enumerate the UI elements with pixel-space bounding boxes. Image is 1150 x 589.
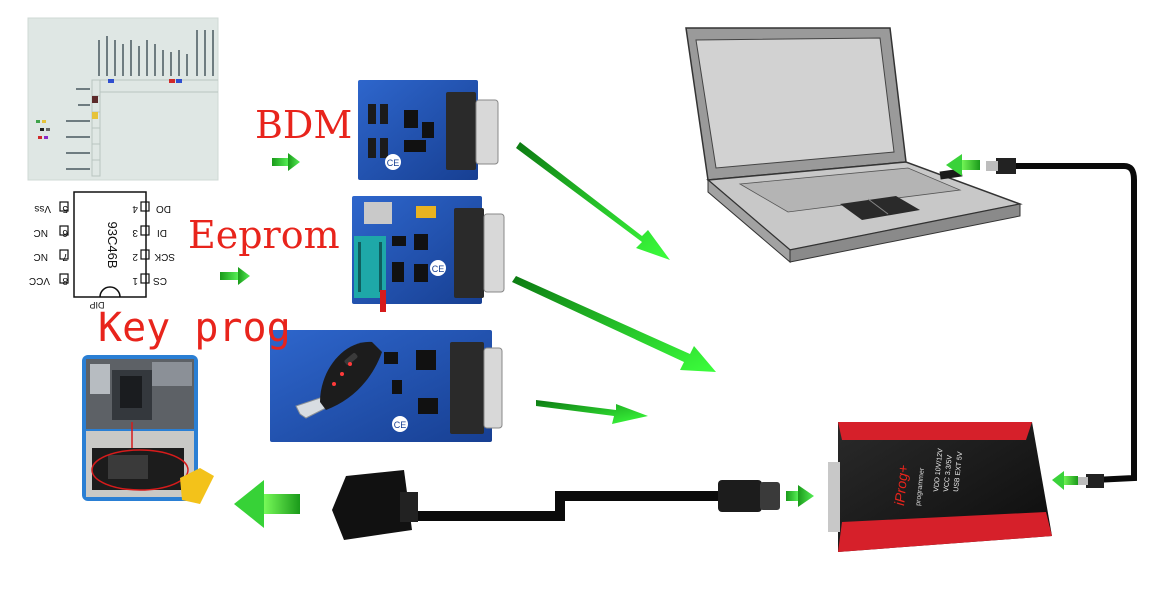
arrow-into-programmer-usb	[1052, 471, 1078, 490]
obd-connector	[332, 470, 418, 540]
car-obd-photo	[82, 355, 214, 504]
chip-pin-number: 4	[132, 203, 138, 214]
arrow-eeprom	[220, 267, 250, 285]
chip-pin-number: 2	[132, 251, 138, 262]
eeprom-label: Eeprom	[188, 213, 340, 257]
usb-plug-laptop	[986, 158, 1016, 174]
chip-pin-number: 1	[132, 275, 138, 286]
obd-cable	[410, 491, 718, 521]
arrow-diagonal-1	[516, 142, 670, 260]
chip-pin-name: NC	[34, 251, 48, 262]
usb-cable	[1010, 163, 1137, 483]
usb-plug-programmer	[1078, 474, 1104, 488]
bdm-label: BDM	[255, 103, 353, 147]
db-connector	[718, 480, 780, 512]
arrow-to-programmer	[786, 485, 814, 507]
iprog-programmer-image: iProg+ programmer VDD 10V/12V VCC 3.3/5V…	[828, 422, 1052, 552]
programmer-subtitle: programmer	[915, 467, 926, 506]
chip-pin-number: 7	[62, 251, 68, 262]
car-key-image	[295, 341, 382, 419]
laptop-image	[685, 27, 1023, 264]
svg-text:CE: CE	[394, 420, 407, 430]
programmer-line: VDD 10V/12V	[933, 448, 945, 492]
chip-pin-name: CS	[153, 275, 167, 286]
programmer-line: VCC 3.3/5V	[943, 454, 954, 492]
chip-pin-name: SCK	[154, 251, 175, 262]
arrow-diagonal-2	[512, 276, 716, 372]
chip-pin-number: 8	[62, 275, 68, 286]
eeprom-adapter-board: CE	[352, 196, 505, 312]
eeprom-chip-diagram: 93C46B DIP 5 Vss 6 NC 7 NC 8 VCC 4 DO 3 …	[29, 191, 175, 310]
chip-pin-number: 3	[132, 227, 138, 238]
chip-pin-name: Vss	[34, 203, 51, 214]
key-prog-label: Key prog	[98, 305, 291, 351]
chip-pin-number: 5	[62, 203, 68, 214]
programmer-brand: iProg+	[891, 464, 911, 506]
chip-package-label: DIP	[89, 300, 104, 310]
chip-pin-number: 6	[62, 227, 68, 238]
chip-pin-name: DO	[156, 203, 171, 214]
chip-pin-name: VCC	[29, 275, 50, 286]
arrow-to-car	[234, 480, 300, 528]
chip-pin-name: DI	[157, 227, 167, 238]
chip-pin-name: NC	[34, 227, 48, 238]
bdm-pinout-photo	[27, 17, 219, 181]
arrow-to-laptop	[946, 154, 980, 176]
chip-part-number: 93C46B	[105, 222, 120, 269]
svg-text:CE: CE	[432, 264, 445, 274]
svg-text:CE: CE	[387, 158, 400, 168]
programmer-line: USB EXT 5V	[953, 451, 964, 492]
arrow-diagonal-3	[536, 400, 648, 424]
arrow-bdm	[272, 153, 300, 171]
bdm-adapter-board: CE	[358, 80, 499, 180]
key-prog-adapter-board: CE	[270, 330, 503, 442]
